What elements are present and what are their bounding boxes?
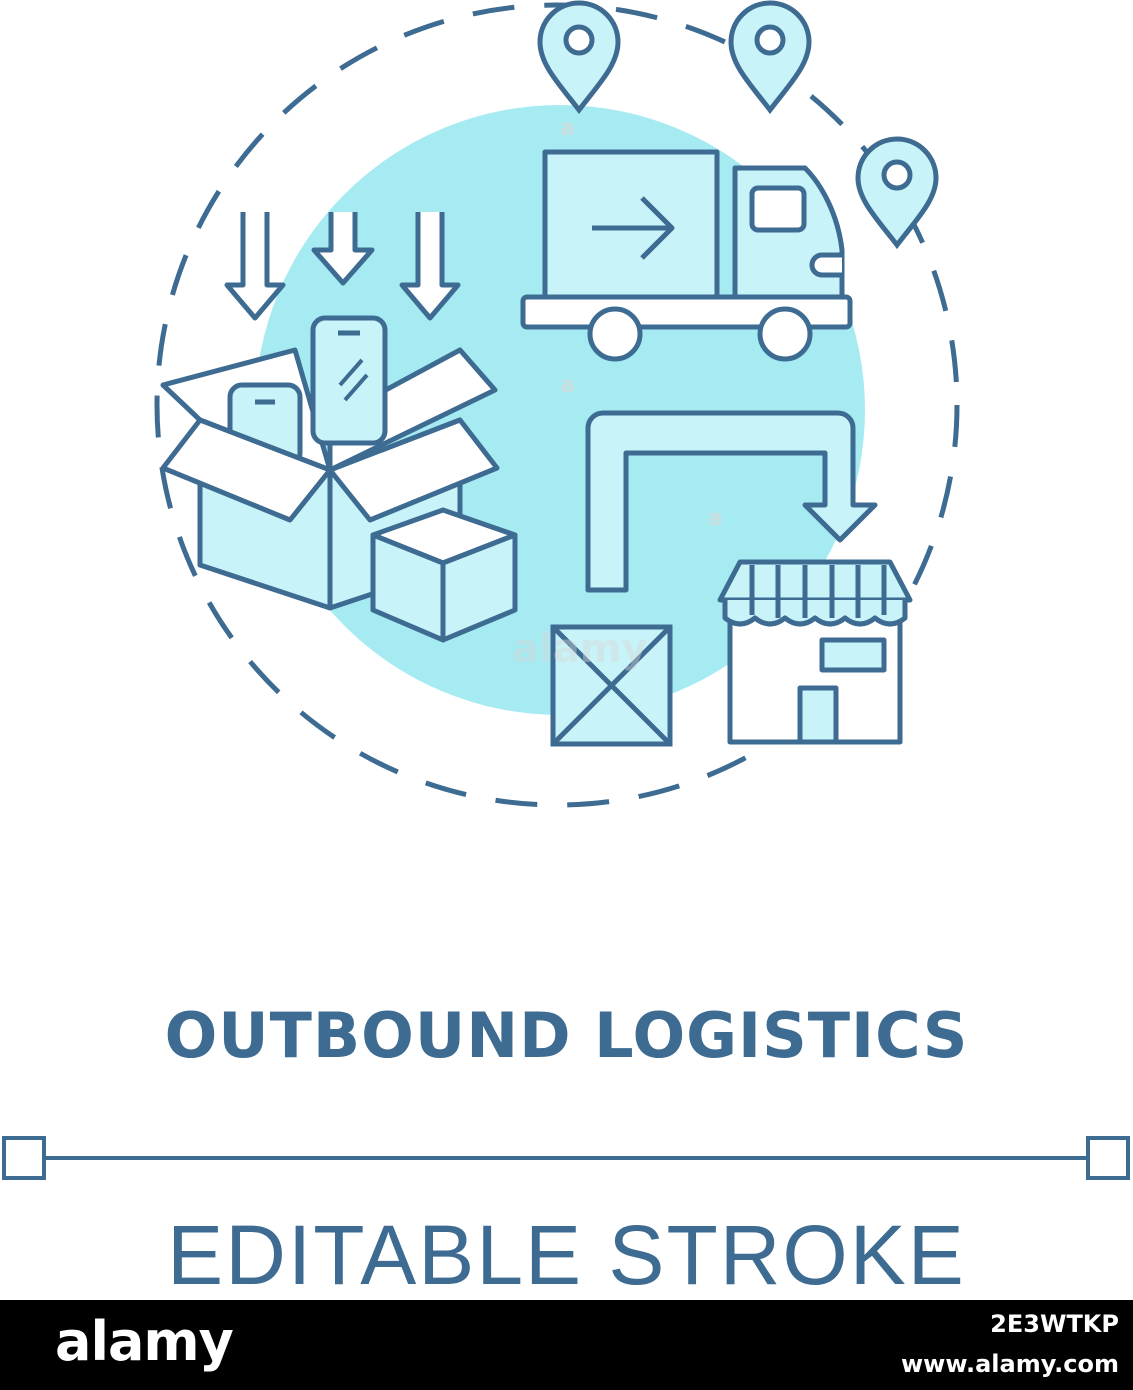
stock-watermark-bar: alamy 2E3WTKP www.alamy.com: [0, 1300, 1133, 1390]
smartphone-icon: [310, 315, 388, 446]
storefront-icon: [717, 559, 913, 745]
location-pin-icon: [855, 136, 939, 250]
crate-icon: [550, 624, 673, 747]
location-pin-icon: [537, 0, 621, 115]
svg-text:a: a: [560, 116, 575, 141]
outbound-logistics-illustration: a a a alamy: [154, 0, 960, 808]
editable-stroke-label: EDITABLE STROKE: [167, 1208, 966, 1302]
stock-logo: alamy: [55, 1310, 234, 1373]
stroke-handle-right: [1086, 1136, 1130, 1180]
route-arrow-icon: [585, 410, 878, 593]
stroke-handle-left: [2, 1136, 46, 1180]
watermark-mark: a a a alamy: [512, 116, 723, 672]
delivery-truck-icon: [520, 149, 853, 362]
svg-text:alamy: alamy: [512, 626, 647, 672]
closed-box-icon: [370, 507, 518, 643]
svg-text:a: a: [708, 506, 723, 531]
location-pin-icon: [728, 0, 812, 115]
dashed-ring: [154, 2, 960, 808]
stock-image-id: 2E3WTKP: [990, 1310, 1119, 1338]
stock-url: www.alamy.com: [900, 1350, 1119, 1378]
page-title: OUTBOUND LOGISTICS: [164, 999, 969, 1072]
editable-stroke-line: [2, 1136, 1130, 1180]
svg-text:a: a: [560, 373, 575, 398]
down-arrow-icon: [224, 212, 461, 321]
open-box-icon: [160, 417, 500, 608]
